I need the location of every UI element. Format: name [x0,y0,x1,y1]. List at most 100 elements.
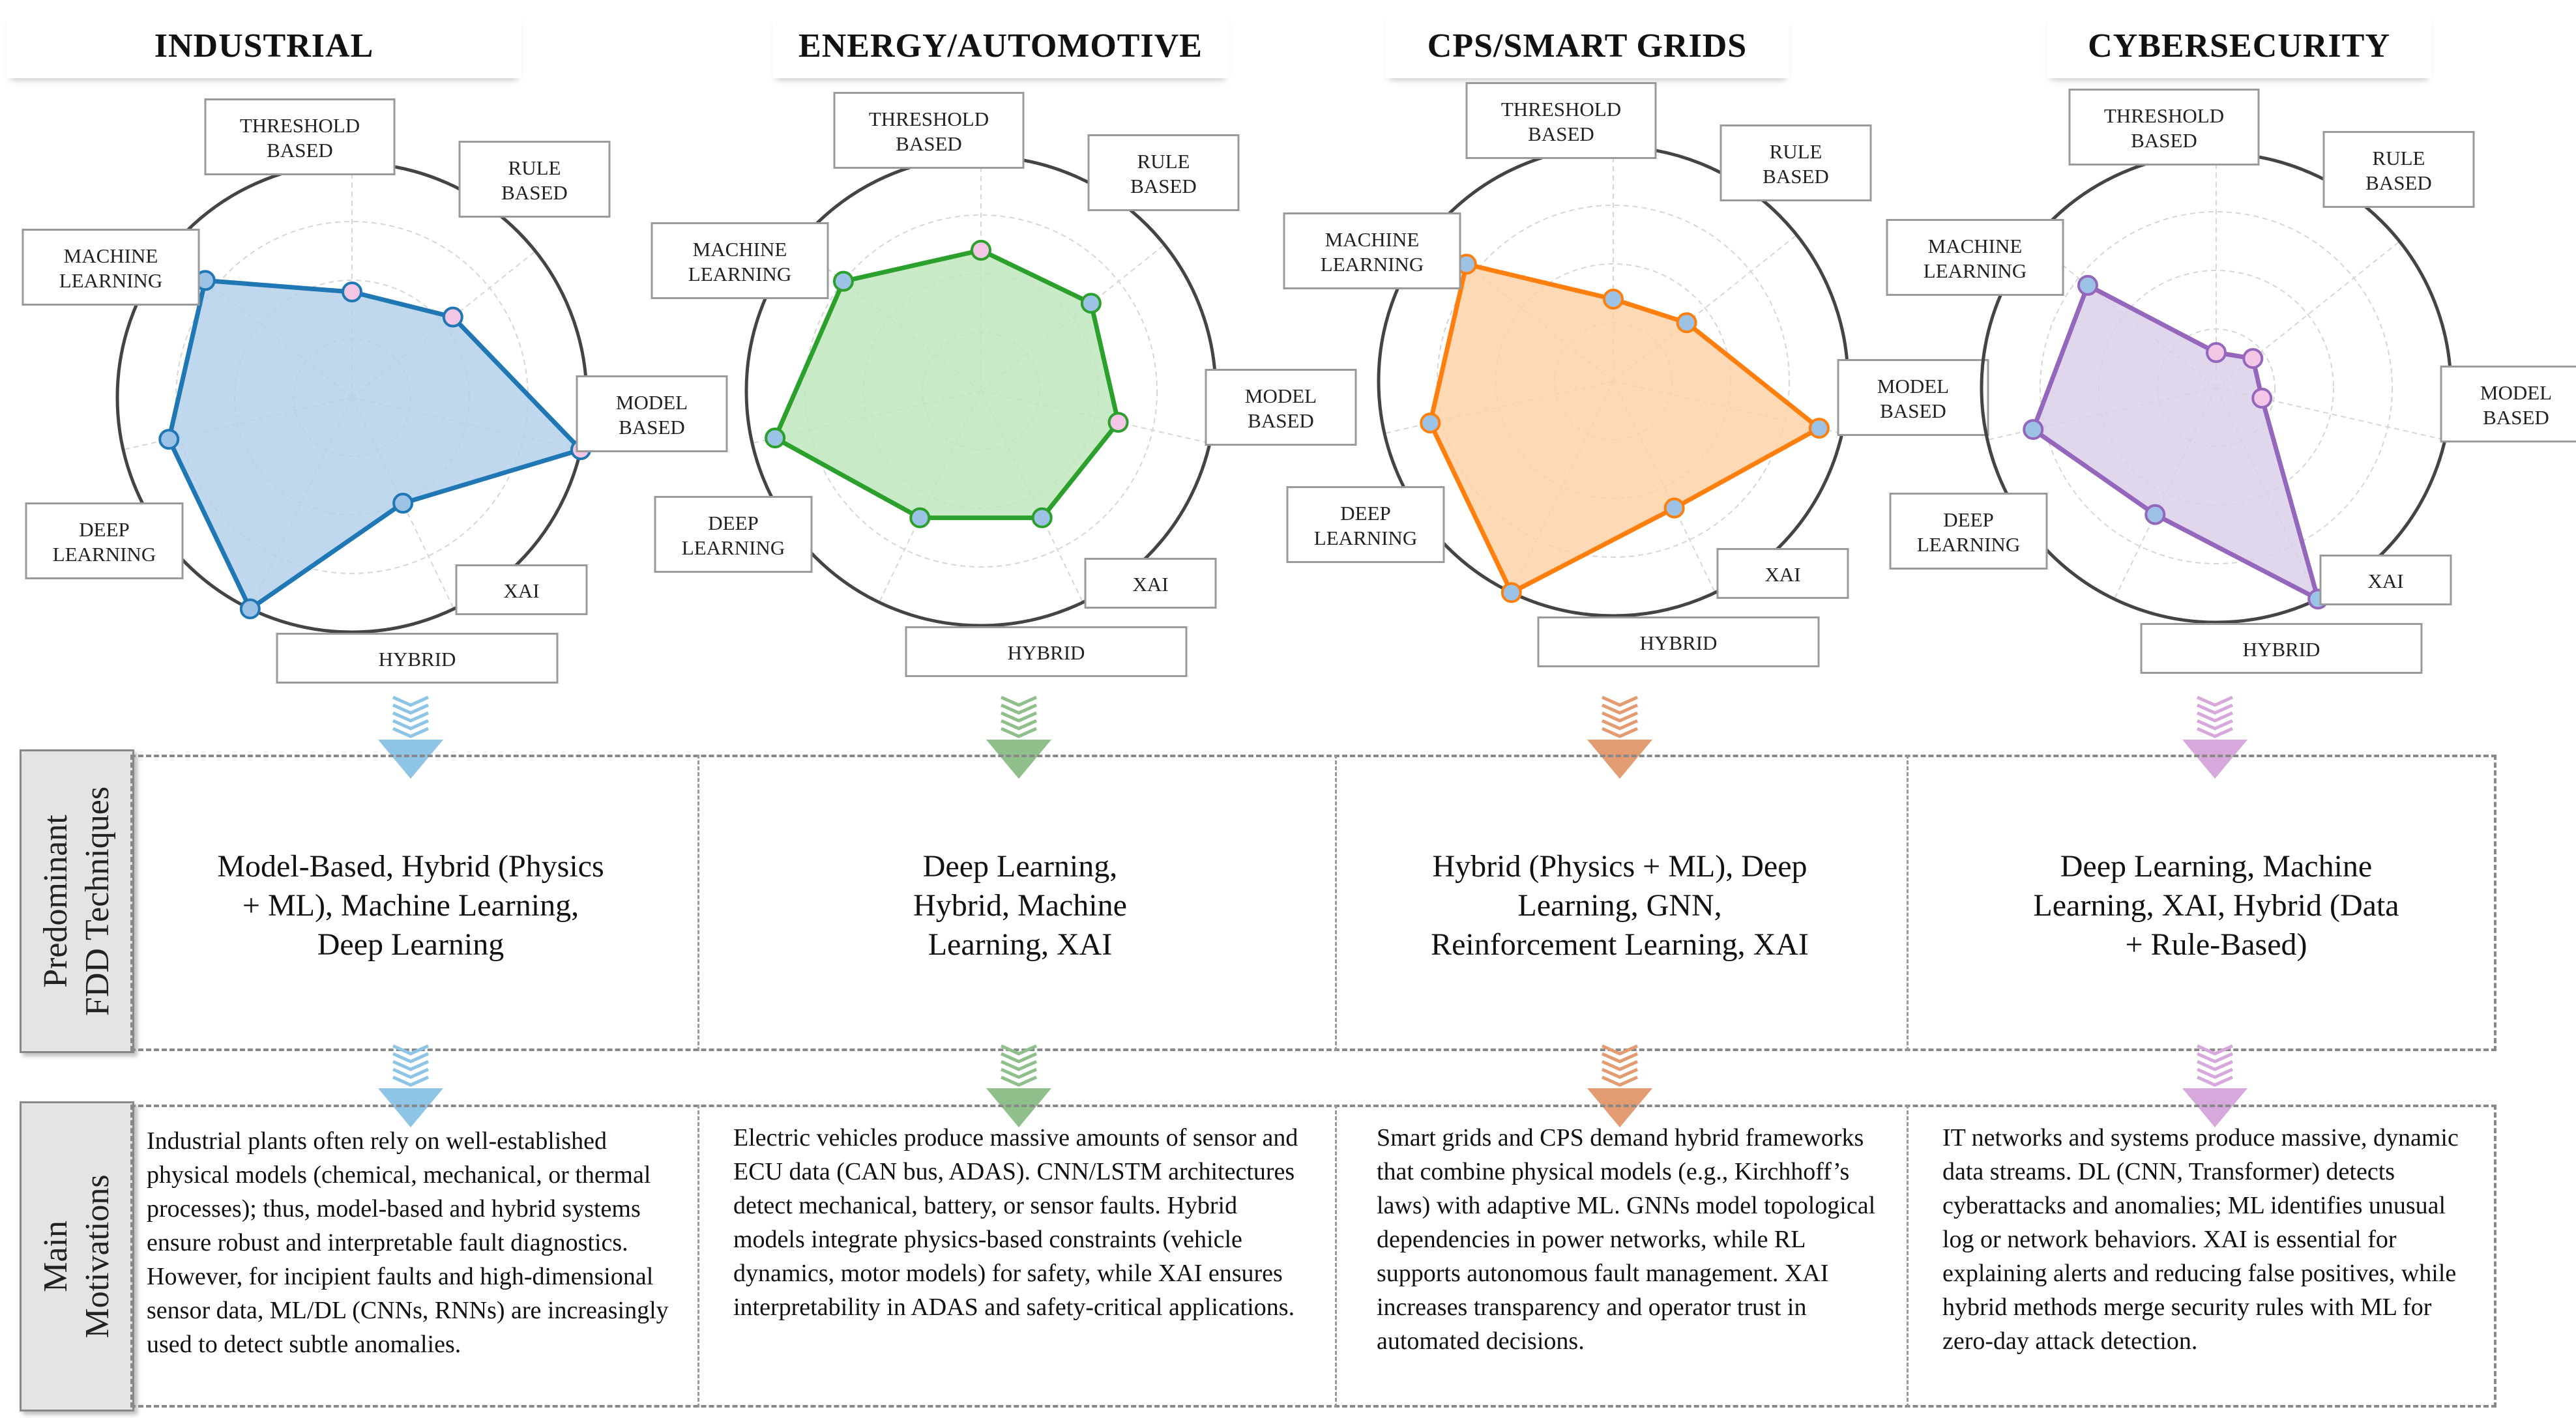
row-label-line: Motivations [79,1174,116,1338]
data-point [2206,342,2227,363]
data-point [1500,582,1522,603]
axis-label-box [1886,219,2064,296]
axis-label-box [1084,558,1217,609]
axis-label-box [1205,369,1357,446]
data-point [2023,419,2044,441]
arrow-head [2182,740,2247,779]
column-divider [697,755,699,1051]
chevron-stripe [1601,1067,1639,1079]
chevron-stripe [392,1044,430,1056]
column-title-cybersecurity: CYBERSECURITY [2047,13,2431,78]
chevron-stripe [1000,719,1038,731]
chevron-stripe [1000,1044,1038,1056]
series-area [166,278,583,611]
arrow-head [2182,1088,2247,1127]
arrow-down-icon [2182,1044,2247,1127]
axis-label-text: MACHINE [693,238,787,261]
chevron-stripe [392,719,430,731]
axis-label-text: BASED [896,132,962,155]
chevron-stripe [392,1075,430,1087]
radar-chart: THRESHOLDBASEDRULEBASEDMODELBASEDXAIHYBR… [1283,82,1989,667]
chevron-stripe [2196,1060,2234,1071]
axis-label-text: XAI [2367,570,2403,592]
data-point [1676,312,1697,334]
arrow-down-icon [986,695,1051,779]
axis-label-text: BASED [1248,409,1314,432]
chevron-stripe [2196,1075,2234,1087]
data-point [342,282,362,302]
axis-label-text: BASED [2365,171,2432,194]
axis-label-box [22,229,200,306]
column-divider [1907,755,1909,1051]
axis-label-box [833,92,1025,169]
series-area [1427,261,1822,595]
axis-label-text: XAI [503,579,539,602]
data-point [442,306,463,328]
axis-label: HYBRID [905,626,1188,677]
axis-label-box [1283,212,1461,289]
row-label-line: Predominant [37,815,74,988]
axis-label-text: RULE [2373,147,2425,169]
techniques-energy-automotive: Deep Learning, Hybrid, Machine Learning,… [913,849,1127,962]
axis-label-text: BASED [1763,165,1829,188]
axis-label-text: BASED [2131,129,2197,152]
arrow-down-icon [2182,695,2247,779]
data-point [2251,388,2273,409]
chevron-stripe [2196,719,2234,731]
chevron-stripe [1000,703,1038,715]
arrow-down-icon [378,695,443,779]
axis-label: HYBRID [2140,623,2423,674]
chevron-stripe [2196,1044,2234,1056]
data-point [971,240,991,261]
axis-label-text: HYBRID [1640,631,1718,654]
axis-label-box [455,564,588,615]
axis-label-text: HYBRID [379,648,456,671]
techniques-cybersecurity: Deep Learning, Machine Learning, XAI, Hy… [2033,849,2399,962]
axis-label-text: LEARNING [1924,259,2027,282]
chevron-stripe [392,727,430,738]
data-point [909,507,931,528]
arrow-head [1587,740,1652,779]
chevron-stripe [2196,727,2234,738]
axis-label-box [25,502,184,579]
radar-charts: THRESHOLDBASEDRULEBASEDMODELBASEDXAIHYBR… [22,82,2576,684]
arrow-head [378,740,443,779]
axis-label-text: RULE [1770,140,1822,163]
axis-label-text: LEARNING [53,543,156,566]
data-point [2077,274,2098,296]
axis-label-box [1537,616,1820,667]
chevron-stripe [1000,711,1038,723]
axis-label-text: MACHINE [64,244,158,267]
axis-label-box [651,222,829,299]
data-point [158,429,180,450]
arrow-head [378,1088,443,1127]
chevron-stripe [392,1067,430,1079]
arrow-head [986,1088,1051,1127]
chevron-stripe [2196,703,2234,715]
axis-label-text: MODEL [616,391,688,414]
axis-label-text: MODEL [2480,381,2552,404]
motivation-cybersecurity: IT networks and systems produce massive,… [1942,1124,2459,1355]
axis-label-text: DEEP [708,512,759,534]
axis-label-text: THRESHOLD [2104,104,2224,127]
motivation-cps-smart-grids: Smart grids and CPS demand hybrid framew… [1377,1124,1876,1355]
chevron-stripe [1601,727,1639,738]
chevron-stripe [1000,727,1038,738]
axis-label-text: HYBRID [2243,638,2320,661]
axis-label-text: MACHINE [1928,235,2023,257]
data-point [1663,497,1685,519]
chevron-stripe [1601,703,1639,715]
column-divider [1335,1105,1337,1408]
chevron-stripe [1601,711,1639,723]
chevron-stripe [1000,1052,1038,1064]
axis-label: XAI [455,564,588,615]
